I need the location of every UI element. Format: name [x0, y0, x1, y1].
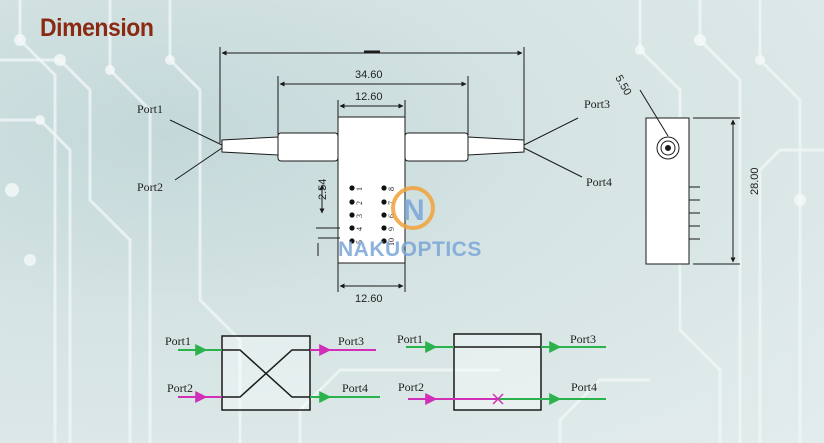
switch-body	[337, 116, 406, 264]
watermark-logo-ring	[391, 186, 435, 230]
port1-label: Port1	[137, 102, 163, 116]
top-view	[169, 47, 583, 292]
height-label: 28.00	[749, 167, 761, 195]
cross-port3-label: Port3	[338, 334, 364, 348]
schematic-bar-state	[406, 333, 606, 411]
port4-label: Port4	[586, 175, 612, 189]
cross-port1-label: Port1	[165, 334, 191, 348]
port3-label: Port3	[584, 97, 610, 111]
schematic-cross-state	[178, 335, 380, 411]
port4-fiber	[523, 147, 583, 178]
pin-label-9: 9	[387, 227, 396, 231]
pin-label-4: 4	[355, 227, 364, 231]
left-tube	[277, 132, 339, 162]
body-length-label: 34.60	[355, 69, 383, 81]
pin-array	[349, 185, 387, 244]
pin-label-7: 7	[387, 201, 396, 205]
pin-label-5: 5	[355, 240, 364, 244]
diameter-leader	[639, 89, 669, 137]
nakuoptics-watermark: N NAKUOPTICS	[338, 186, 482, 261]
side-body	[645, 117, 690, 265]
pin-labels: 1 2 3 4 5 8 7 6 9 10	[355, 187, 396, 246]
right-tube	[404, 132, 469, 162]
bar-port1-label: Port1	[397, 332, 423, 346]
pin-label-10: 10	[387, 238, 396, 246]
watermark-brand: NAKUOPTICS	[338, 238, 482, 261]
body-width-label: 12.60	[355, 91, 383, 103]
port2-label: Port2	[137, 180, 163, 194]
pin-label-1: 1	[355, 187, 364, 191]
port-ring-outer	[656, 136, 680, 160]
pin-label-8: 8	[387, 187, 396, 191]
right-fiber-boot	[467, 136, 525, 156]
bottom-width-label: 12.60	[355, 293, 383, 305]
pin-pitch-label: 2.54	[317, 179, 329, 200]
port1-fiber	[169, 119, 223, 146]
left-fiber-boot	[221, 136, 279, 156]
bar-port2-label: Port2	[398, 380, 424, 394]
diameter-label: 5.50	[612, 73, 633, 98]
pin-label-2: 2	[355, 201, 364, 205]
side-view	[639, 89, 740, 265]
cross-port4-label: Port4	[342, 381, 368, 395]
port3-fiber	[523, 117, 579, 146]
bar-port3-label: Port3	[570, 332, 596, 346]
dimension-title: Dimension	[40, 14, 154, 42]
cross-port2-label: Port2	[167, 381, 193, 395]
pin-label-6: 6	[387, 214, 396, 218]
port2-fiber	[174, 147, 223, 181]
watermark-logo-letter: N	[403, 194, 425, 227]
bar-port4-label: Port4	[571, 380, 597, 394]
pin-label-3: 3	[355, 214, 364, 218]
